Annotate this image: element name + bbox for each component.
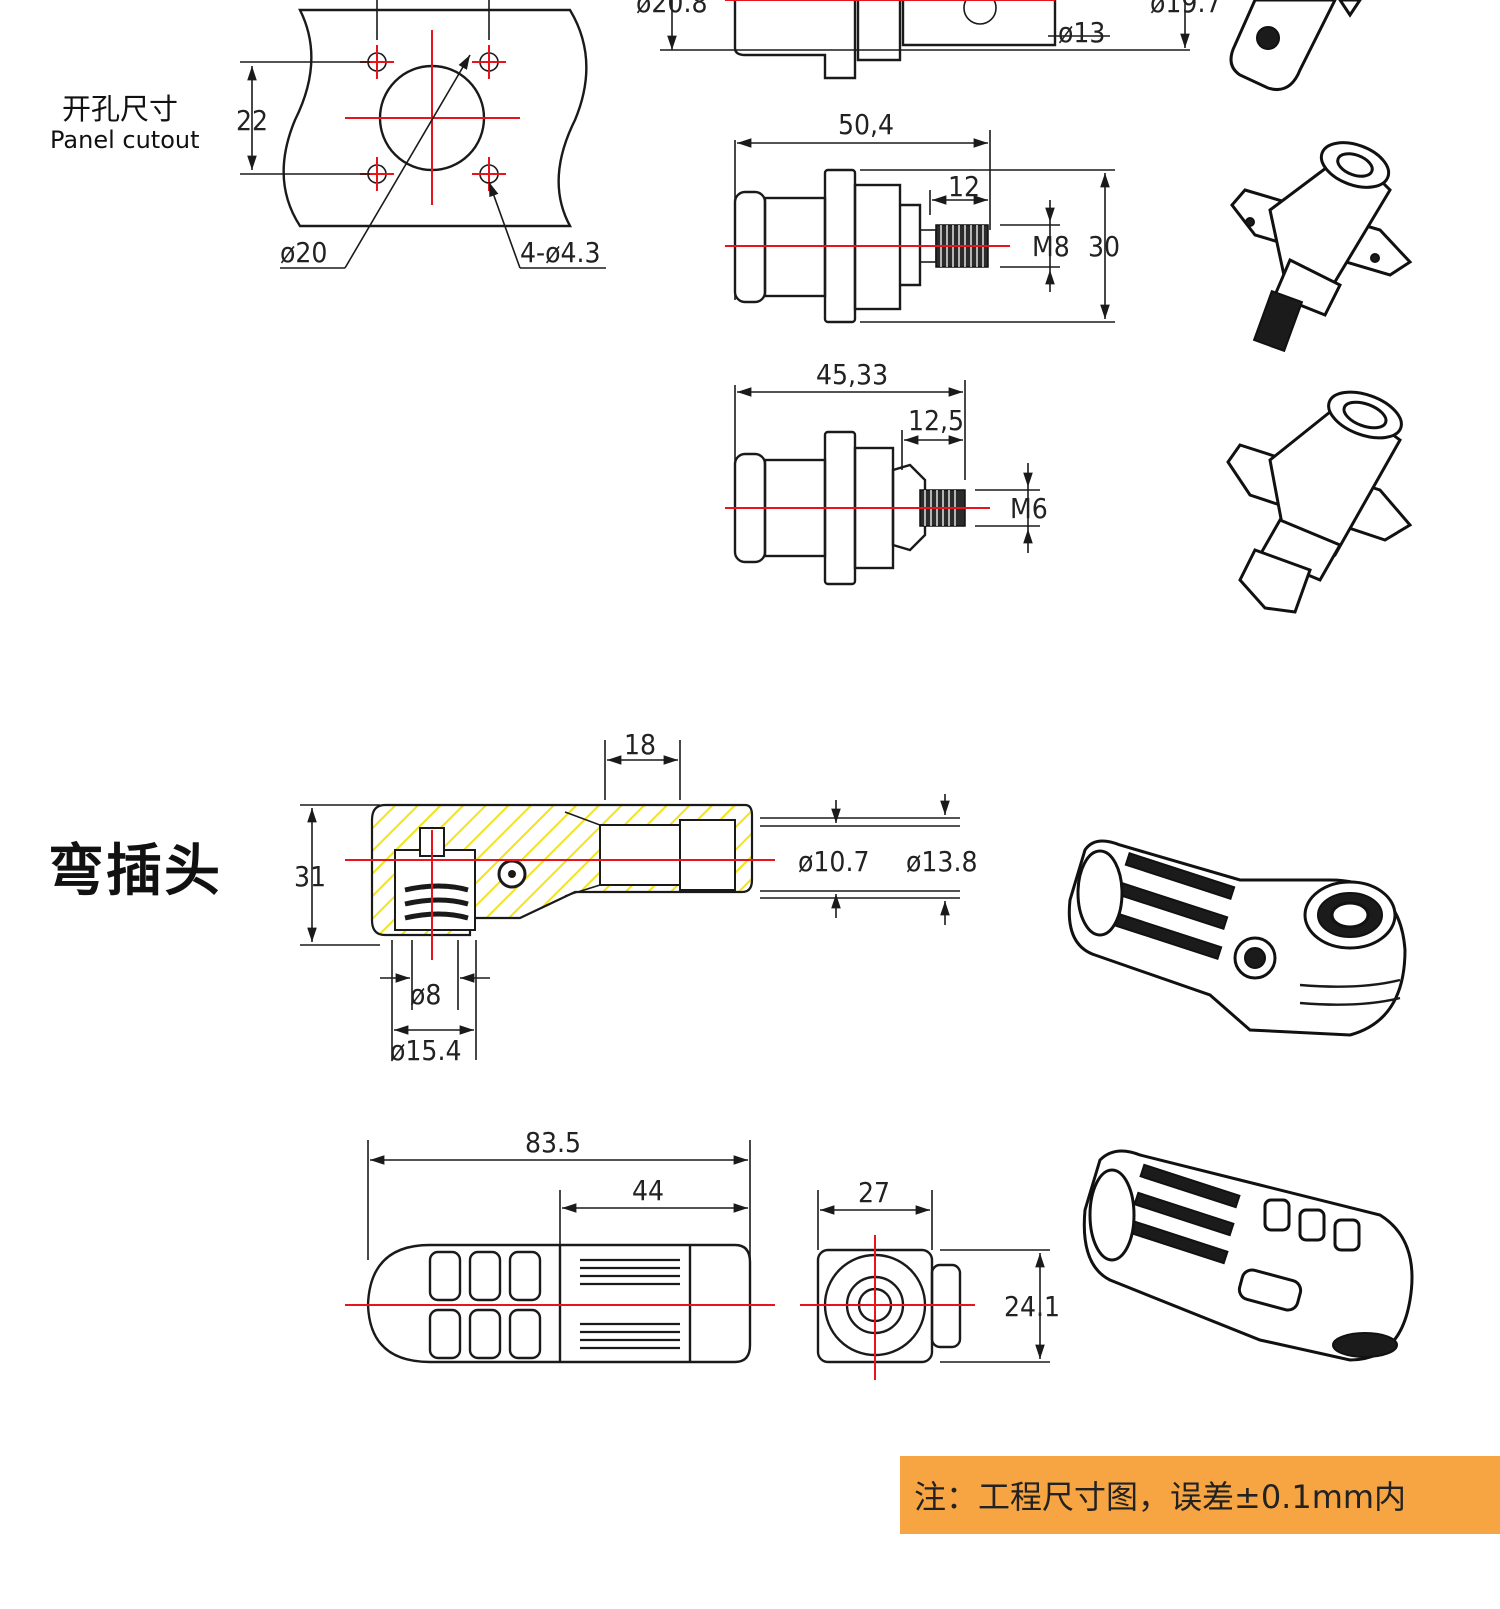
m6-dim-thread: M6 [1010, 492, 1048, 525]
m6-connector-photo [1226, 390, 1413, 614]
bottom-dim-height: 24.1 [1004, 1290, 1060, 1323]
bent-dim-top: 18 [624, 728, 656, 761]
panel-dim-holes: 4-ø4.3 [520, 236, 601, 269]
m8-dim-height: 30 [1088, 230, 1120, 263]
bottom-dim-total: 83.5 [525, 1126, 581, 1159]
bent-plug-section-drawing: 18 31 ø10.7 ø13.8 [294, 728, 1407, 1067]
m8-dim-thread: M8 [1032, 230, 1070, 263]
bent-plug-photo-bottom [1082, 1149, 1414, 1362]
bent-plug-bottom-drawing: 83.5 44 27 [345, 1126, 1414, 1380]
tolerance-note: 注：工程尺寸图，误差±0.1mm内 [900, 1456, 1500, 1534]
m8-dim-thread-len: 12 [948, 170, 980, 203]
m6-dim-length: 45,33 [816, 358, 888, 391]
top-dim-a: ø20.8 [636, 0, 707, 19]
tolerance-note-text: 注：工程尺寸图，误差±0.1mm内 [914, 1478, 1407, 1516]
bent-dim-small: ø8 [410, 978, 441, 1011]
bent-dim-large: ø15.4 [390, 1034, 461, 1067]
panel-dim-height: 22 [236, 104, 268, 137]
panel-cutout-title-en: Panel cutout [50, 126, 200, 154]
bottom-dim-part: 44 [632, 1174, 664, 1207]
top-dim-b: ø13 [1058, 16, 1105, 49]
top-dim-c: ø19.7 [1150, 0, 1221, 19]
top-partial-drawing: ø20.8 ø13 ø19.7 [636, 0, 1362, 91]
m8-dim-length: 50,4 [838, 108, 894, 141]
bent-plug-label: 弯插头 [48, 839, 222, 904]
bent-dim-inner: ø10.7 [798, 845, 869, 878]
m6-dim-thread-len: 12,5 [908, 404, 964, 437]
bent-dim-outer: ø13.8 [906, 845, 977, 878]
m6-variant-drawing: 45,33 12,5 M6 [725, 358, 1413, 614]
bent-plug-photo-top [1067, 839, 1407, 1037]
panel-cutout-title-cn: 开孔尺寸 [62, 92, 179, 126]
m8-variant-drawing: 50,4 12 M8 30 [725, 108, 1413, 353]
bottom-dim-width: 27 [858, 1176, 890, 1209]
panel-dim-hole-dia: ø20 [280, 236, 327, 269]
bent-dim-height: 31 [294, 860, 326, 893]
panel-cutout-drawing: 22 ø20 4-ø4.3 [236, 0, 606, 269]
m8-connector-photo [1230, 141, 1413, 353]
